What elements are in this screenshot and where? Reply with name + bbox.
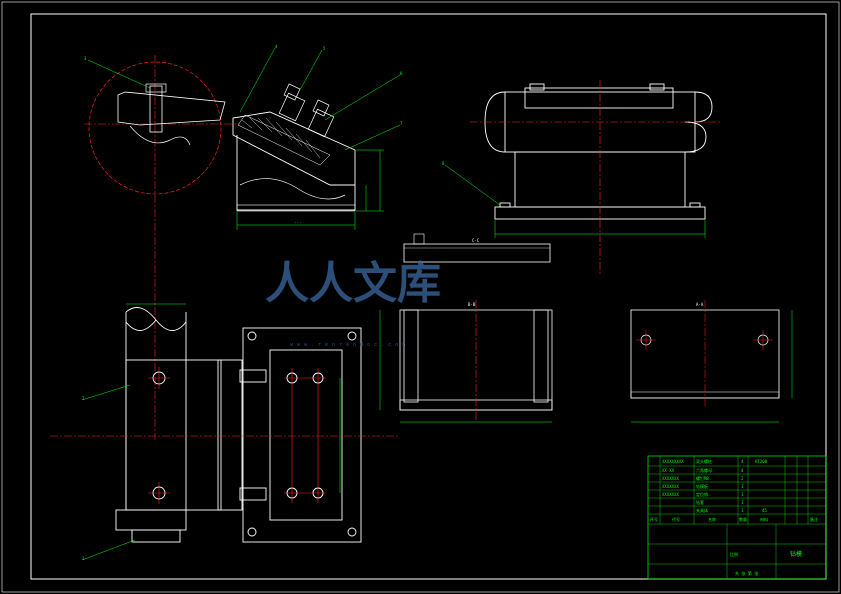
label-cc: C-C <box>472 238 480 243</box>
balloon-2: 2 <box>82 396 85 401</box>
part-name: 定位销 <box>696 491 708 497</box>
part-code: XXXXXXXXX <box>662 459 684 464</box>
inner-border <box>30 13 827 580</box>
part-code: XX-XX <box>662 468 675 473</box>
balloon-1: 1 <box>82 556 85 561</box>
part-code: XXXXXXX <box>662 476 679 481</box>
balloon-8: 8 <box>442 161 445 166</box>
header-cell: 备注 <box>810 516 818 522</box>
plan-view-centerlines <box>50 367 400 504</box>
watermark-url: www.renrendoc.com <box>290 342 409 348</box>
part-qty: 1 <box>741 508 744 513</box>
plan-view-dims <box>81 303 341 561</box>
part-material: 45 <box>762 508 767 513</box>
part-name: 螺钉M8 <box>696 475 709 481</box>
label-aa: A-A <box>696 302 704 307</box>
part-qty: 1 <box>741 484 744 489</box>
header-cell: 数量 <box>739 516 747 522</box>
part-name: 夹具体 <box>696 507 708 513</box>
part-qty: 4 <box>741 459 744 464</box>
balloon-4: 4 <box>275 44 278 49</box>
side-view-centerlines <box>470 80 720 275</box>
part-material: HT200 <box>755 459 768 464</box>
part-name: 钻套 <box>696 499 704 505</box>
balloon-6: 6 <box>400 71 403 76</box>
side-view <box>484 83 713 220</box>
part-qty: 4 <box>741 468 744 473</box>
title-block: XXXXXXXXX 双头螺柱 4 HT200 XX-XX 六角螺母 4 XXXX… <box>647 455 827 580</box>
parts-header: 序号 代号 名称 数量 材料 备注 <box>650 516 818 522</box>
parts-list: XXXXXXXXX 双头螺柱 4 HT200 XX-XX 六角螺母 4 XXXX… <box>662 458 768 513</box>
side-view-dims <box>444 164 706 238</box>
sheet-label: 共 张 第 张 <box>735 570 758 576</box>
scale-label: 比例 <box>730 551 738 557</box>
part-name: 六角螺母 <box>696 467 712 473</box>
drawing-name: 钻模 <box>790 550 802 558</box>
label-bb: B-B <box>468 302 476 307</box>
part-name: 钻模板 <box>696 483 708 489</box>
header-cell: 序号 <box>650 516 658 522</box>
section-aa: A-A <box>630 300 793 423</box>
balloon-5: 5 <box>323 46 326 51</box>
part-code: XXXXXXX <box>662 492 679 497</box>
header-cell: 名称 <box>708 516 716 522</box>
balloon-labels-top: 3 4 5 6 7 <box>84 44 403 126</box>
watermark-logo: 人人文库 <box>265 258 441 309</box>
header-cell: 材料 <box>760 516 768 522</box>
section-bb: B-B <box>379 300 553 423</box>
watermark: 人人文库 www.renrendoc.com <box>265 258 441 348</box>
part-qty: 1 <box>741 500 744 505</box>
header-cell: 代号 <box>672 516 680 522</box>
balloon-3: 3 <box>84 56 87 61</box>
svg-text:...: ... <box>294 219 301 224</box>
section-cc: C-C <box>403 233 551 263</box>
front-section-view: ... <box>84 55 384 440</box>
part-code: XXXXXXX <box>662 484 679 489</box>
leader-lines-top <box>87 47 401 151</box>
part-qty: 2 <box>741 476 744 481</box>
part-qty: 1 <box>741 492 744 497</box>
balloon-7: 7 <box>400 121 403 126</box>
part-name: 双头螺柱 <box>696 458 712 464</box>
